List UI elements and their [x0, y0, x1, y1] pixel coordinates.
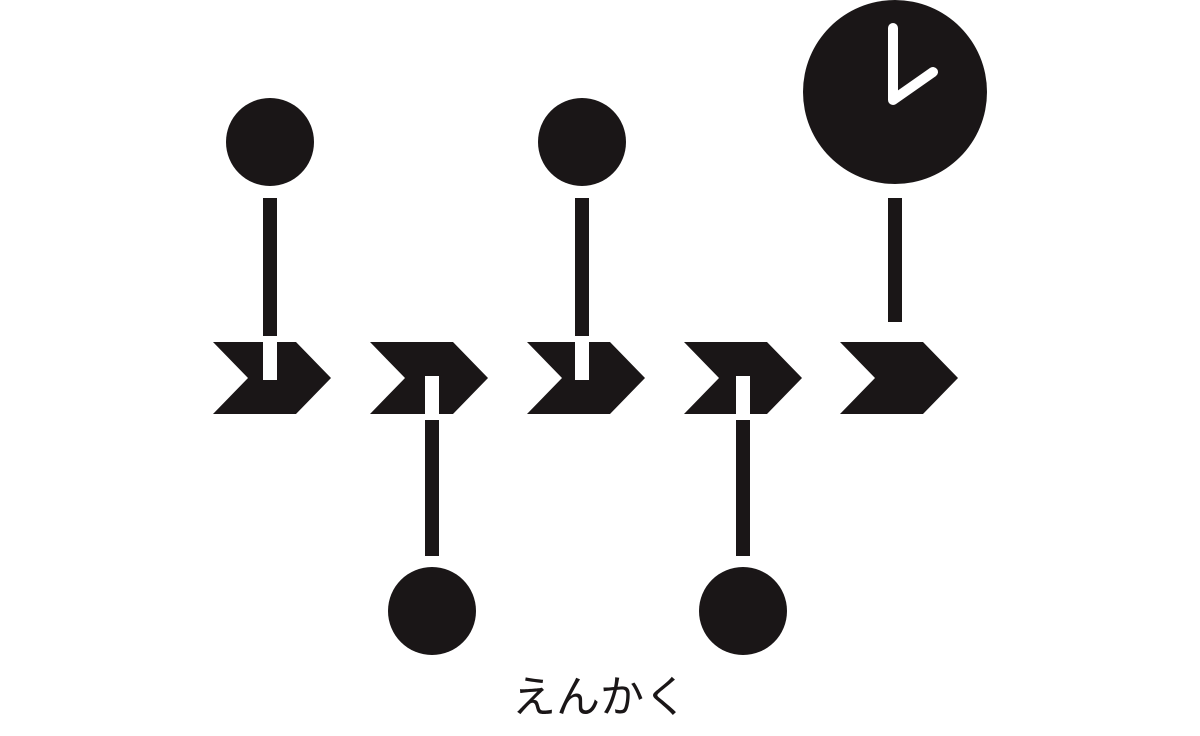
timeline-step-5	[803, 0, 987, 414]
top-dot-icon-1	[226, 98, 314, 186]
timeline-step-4	[684, 342, 802, 655]
connector-line-2	[425, 420, 439, 556]
timeline-step-3	[527, 98, 645, 414]
bottom-dot-icon-4	[699, 567, 787, 655]
connector-line-4	[736, 420, 750, 556]
connector-line-1	[263, 198, 277, 336]
notch-mark-4	[736, 376, 750, 414]
connector-line-5	[888, 198, 902, 322]
notch-mark-2	[425, 376, 439, 414]
connector-line-3	[575, 198, 589, 336]
notch-mark-1	[263, 342, 277, 380]
bottom-dot-icon-2	[388, 567, 476, 655]
top-dot-icon-3	[538, 98, 626, 186]
remote-timeline-diagram	[213, 0, 987, 655]
timeline-step-1	[213, 98, 331, 414]
clock-icon	[803, 0, 987, 184]
caption-label: えんかく	[512, 672, 688, 723]
timeline-step-2	[370, 342, 488, 655]
notch-mark-3	[575, 342, 589, 380]
chevron-arrow-icon-5	[840, 342, 958, 414]
